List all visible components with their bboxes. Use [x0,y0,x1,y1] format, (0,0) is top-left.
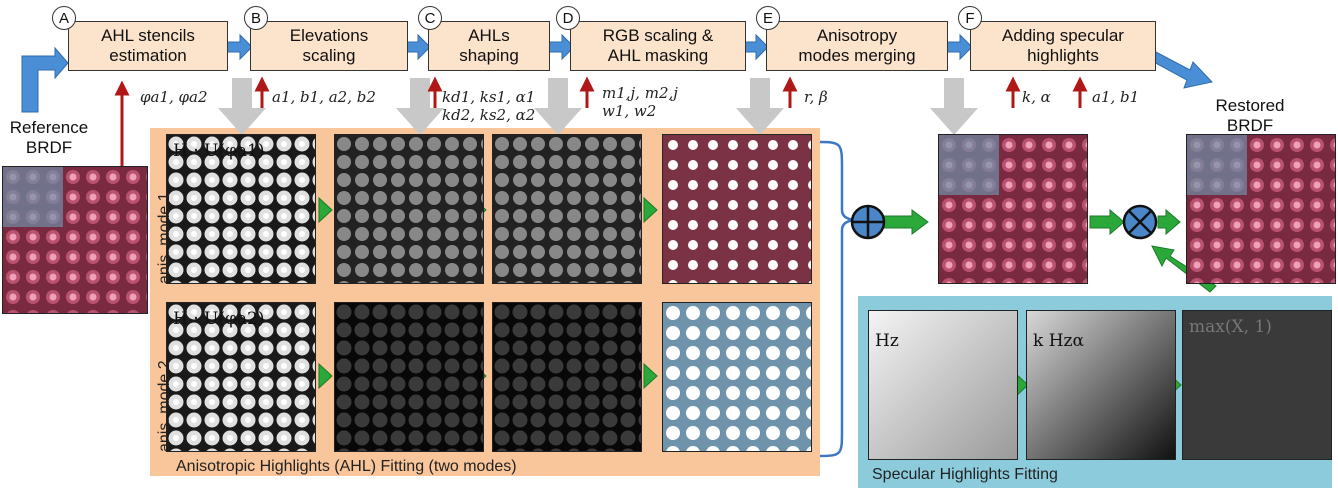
mode1-tile-label: H · U(φa1) [173,141,265,161]
mode2-elevation-tile [334,302,484,452]
stage-f-label: Adding specular highlights [1002,25,1124,65]
stage-a-params: φa1, φa2 [140,88,208,106]
merged-brdf-image [938,134,1088,284]
spec-khz-tile: k Hzα [1026,310,1176,460]
stage-c-letter: C [418,6,442,30]
restored-label: Restored BRDF [1215,96,1285,136]
ahl-panel-title: Anisotropic Highlights (AHL) Fitting (tw… [176,458,517,475]
reference-label: Reference BRDF [9,118,89,158]
mode1-masking-tile [662,134,812,284]
stage-f-box: Adding specular highlights [970,21,1156,71]
merge-bracket [819,140,859,458]
mode1-shaping-tile [492,134,642,284]
stage-b-box: Elevations scaling [250,21,408,71]
stage-a-letter: A [52,6,76,30]
spec-panel-title: Specular Highlights Fitting [872,466,1058,483]
stage-b-label: Elevations scaling [289,25,369,65]
mode2-stencil-tile: H · U(φa2) [166,302,316,452]
reference-brdf-image [2,166,148,314]
stage-b-params: a1, b1, a2, b2 [272,88,376,106]
spec-max-tile: max(X, 1) [1182,310,1332,460]
stage-a-box: AHL stencils estimation [68,21,228,71]
stage-c-box: AHLs shaping [428,21,550,71]
spec-hz-label: Hz [875,331,899,351]
stage-b-letter: B [244,6,268,30]
mode2-label: anis. mode 2 [156,360,173,452]
stage-f-params-1: k, α [1022,88,1051,106]
stage-d-box: RGB scaling & AHL masking [570,21,746,71]
flow-arrows [21,33,1213,113]
mode2-tile-label: H · U(φa2) [173,309,265,329]
mode1-elevation-tile [334,134,484,284]
stage-e-params: r, β [804,88,828,106]
stage-f-params-2: a1, b1 [1092,88,1140,106]
stage-e-label: Anisotropy modes merging [798,25,916,65]
spec-khz-label: k Hzα [1033,331,1084,351]
restored-brdf-image [1186,134,1336,284]
spec-max-label: max(X, 1) [1189,317,1272,337]
stage-d-letter: D [556,6,580,30]
stage-c-params: kd1, ks1, α1 kd2, ks2, α2 [442,88,536,124]
stage-f-letter: F [958,6,982,30]
stage-a-label: AHL stencils estimation [101,25,195,65]
plus-circle-icon [850,204,886,240]
gray-arrows [218,78,978,135]
stage-c-label: AHLs shaping [459,25,519,65]
param-arrows [114,76,1088,172]
mode1-stencil-tile: H · U(φa1) [166,134,316,284]
stage-e-letter: E [756,6,780,30]
mode2-masking-tile [662,302,812,452]
spec-hz-tile: Hz [868,310,1018,460]
times-circle-icon [1122,204,1158,240]
stage-d-label: RGB scaling & AHL masking [602,25,714,65]
mode1-label: anis. mode 1 [156,192,173,284]
mode2-shaping-tile [492,302,642,452]
stage-e-box: Anisotropy modes merging [766,21,948,71]
stage-d-params: m1,j, m2,j w1, w2 [602,84,678,120]
